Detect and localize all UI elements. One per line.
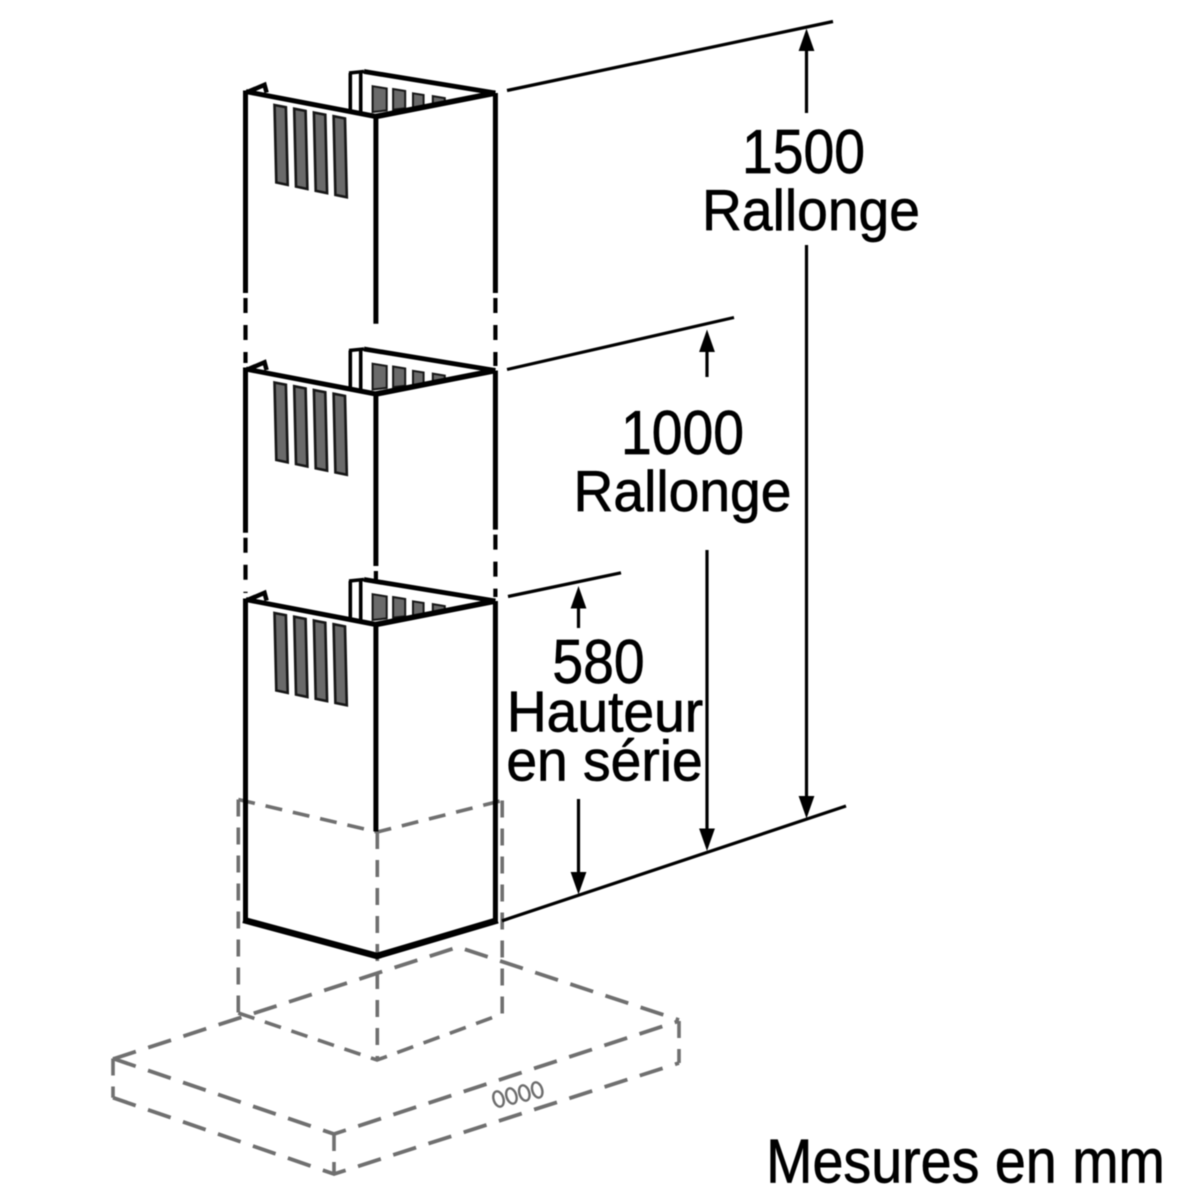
svg-text:en série: en série — [506, 728, 702, 792]
svg-text:580: 580 — [552, 627, 644, 697]
svg-text:Rallonge: Rallonge — [702, 178, 920, 242]
svg-text:Rallonge: Rallonge — [574, 459, 792, 523]
svg-text:1500: 1500 — [742, 117, 865, 187]
svg-text:Mesures en mm: Mesures en mm — [766, 1125, 1165, 1196]
svg-text:1000: 1000 — [621, 398, 744, 468]
svg-text:Hauteur: Hauteur — [507, 679, 703, 743]
